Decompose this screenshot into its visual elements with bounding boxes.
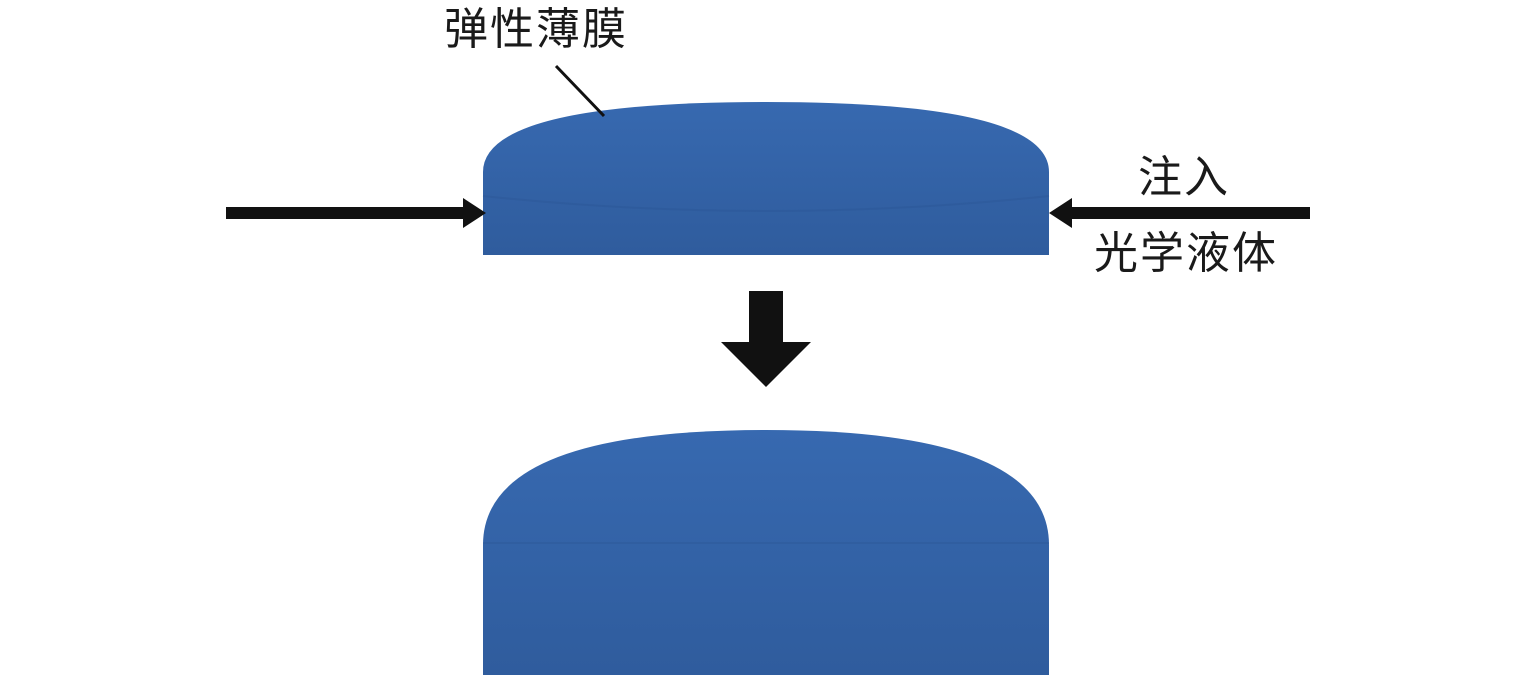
right-injection-arrow — [1049, 198, 1310, 228]
inject-label-line1: 注入 — [1138, 152, 1230, 203]
lens-before-body — [483, 102, 1049, 255]
lens-after — [483, 430, 1049, 675]
membrane-label: 弹性薄膜 — [444, 4, 628, 55]
down-arrow — [721, 291, 811, 387]
lens-before-seam — [482, 195, 1050, 212]
lens-before — [482, 102, 1050, 255]
inject-label-line2: 光学液体 — [1094, 228, 1278, 279]
membrane-leader-line — [554, 64, 606, 118]
left-injection-arrow — [226, 198, 486, 228]
lens-after-body — [483, 430, 1049, 675]
